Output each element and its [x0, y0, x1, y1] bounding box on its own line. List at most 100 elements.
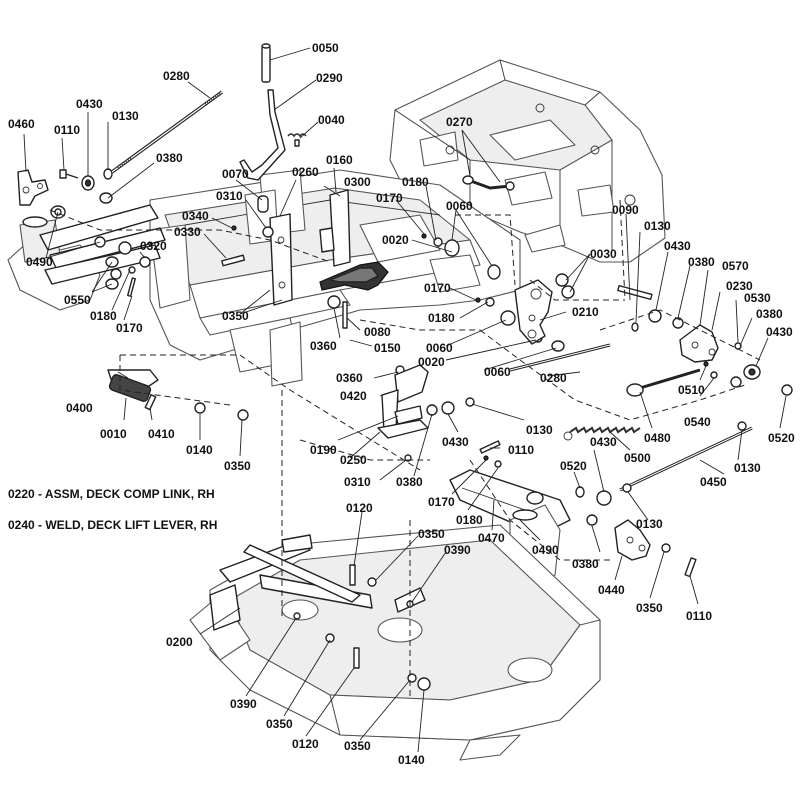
part-0520-nut-upper [781, 384, 793, 396]
leader-lines [23, 47, 787, 753]
part-0110-bolt [59, 169, 79, 179]
callout-0360: 0360 [336, 371, 363, 385]
part-0410-screw [144, 394, 157, 411]
part-0350-washer-right [661, 543, 671, 553]
callout-0460: 0460 [8, 117, 35, 131]
callout-0180: 0180 [456, 513, 483, 527]
part-0380-bushing [99, 192, 113, 204]
part-0350-washer-left [237, 409, 249, 421]
callout-0410: 0410 [148, 427, 175, 441]
callout-0110: 0110 [686, 609, 712, 623]
part-0010-grip [108, 374, 152, 402]
callout-0310: 0310 [216, 189, 243, 203]
part-0280-rod-upper [110, 90, 224, 174]
callout-0130: 0130 [636, 517, 663, 531]
callout-0430: 0430 [590, 435, 617, 449]
part-0140-nut-left [194, 402, 206, 414]
part-0050-tube [261, 43, 271, 83]
callout-0520: 0520 [768, 431, 795, 445]
callout-0330: 0330 [174, 225, 201, 239]
callout-0060: 0060 [484, 365, 511, 379]
part-0420-arm [381, 364, 429, 433]
part-0510-pin [703, 361, 709, 367]
callout-0130: 0130 [526, 423, 553, 437]
callout-0350: 0350 [224, 459, 251, 473]
legend-line-0220: 0220 - ASSM, DECK COMP LINK, RH [8, 487, 215, 501]
callout-0060: 0060 [426, 341, 453, 355]
part-0310-bushing [262, 226, 274, 238]
callout-labels: 0050 0280 0290 0040 0460 0430 0130 0110 … [8, 41, 795, 767]
callout-0180: 0180 [90, 309, 117, 323]
callout-0020: 0020 [418, 355, 445, 369]
callout-0510: 0510 [678, 383, 705, 397]
callout-0380: 0380 [756, 307, 783, 321]
callout-0070: 0070 [222, 167, 249, 181]
callout-0570: 0570 [722, 259, 749, 273]
part-0430-ball-joint [81, 175, 95, 191]
callout-0380: 0380 [572, 557, 599, 571]
part-0430-ball-joint-right [648, 309, 662, 323]
callout-0350: 0350 [636, 601, 663, 615]
part-0160-bracket [319, 189, 351, 267]
part-0340-clip [231, 225, 237, 231]
callout-0390: 0390 [444, 543, 471, 557]
part-0460-bracket [17, 169, 49, 206]
callout-0210: 0210 [572, 305, 599, 319]
part-0210-deck-lever [514, 279, 553, 345]
part-0180-washer [128, 266, 136, 274]
left-pivot-assembly [7, 204, 166, 311]
callout-0230: 0230 [726, 279, 753, 293]
callout-0430: 0430 [766, 325, 793, 339]
callout-0200: 0200 [166, 635, 193, 649]
callout-0380: 0380 [396, 475, 423, 489]
part-0380-bushing-lower [426, 404, 598, 526]
part-0170-pin-lower [483, 455, 489, 461]
callout-0120: 0120 [346, 501, 373, 515]
part-0430-ball-joint-far [743, 364, 761, 380]
callout-0190: 0190 [310, 443, 337, 457]
callout-0310: 0310 [344, 475, 371, 489]
legend-line-0240: 0240 - WELD, DECK LIFT LEVER, RH [8, 518, 218, 532]
callout-0540: 0540 [684, 415, 711, 429]
part-0110-bolt-right [684, 557, 697, 578]
callout-0490: 0490 [532, 543, 559, 557]
callout-0440: 0440 [598, 583, 625, 597]
alignment-lines [49, 199, 761, 700]
callout-0170: 0170 [116, 321, 143, 335]
callout-0180: 0180 [428, 311, 455, 325]
callout-0280: 0280 [540, 371, 567, 385]
callout-0350: 0350 [266, 717, 293, 731]
part-0520-nut-lower [575, 486, 585, 498]
callout-0480: 0480 [644, 431, 671, 445]
callout-0380: 0380 [156, 151, 183, 165]
callout-0110: 0110 [54, 123, 80, 137]
callout-0120: 0120 [292, 737, 319, 751]
callout-0430: 0430 [664, 239, 691, 253]
part-0330-pin [221, 254, 246, 267]
part-0180-washer-lower [494, 460, 502, 468]
part-0450-rod [619, 426, 753, 492]
part-0080-pin [342, 301, 348, 329]
part-0070-pin [257, 195, 269, 213]
callout-0340: 0340 [182, 209, 209, 223]
part-0200-deck-hanger [209, 534, 373, 631]
callout-0140: 0140 [186, 443, 213, 457]
callout-0270: 0270 [446, 115, 473, 129]
callout-0180: 0180 [402, 175, 429, 189]
callout-0470: 0470 [478, 531, 505, 545]
callout-0130: 0130 [734, 461, 761, 475]
part-0280-rod-lower [509, 343, 611, 372]
callout-0420: 0420 [340, 389, 367, 403]
callout-0130: 0130 [644, 219, 671, 233]
callout-0320: 0320 [140, 239, 167, 253]
callout-0130: 0130 [112, 109, 139, 123]
part-0320-washer [139, 256, 151, 268]
part-0130-nuts-lower [465, 397, 747, 493]
callout-0250: 0250 [340, 453, 367, 467]
part-0130-nut-right [631, 322, 639, 332]
part-0120-bolt [349, 564, 360, 669]
callout-0390: 0390 [230, 697, 257, 711]
part-0540-washer [710, 371, 718, 379]
callout-0260: 0260 [292, 165, 319, 179]
